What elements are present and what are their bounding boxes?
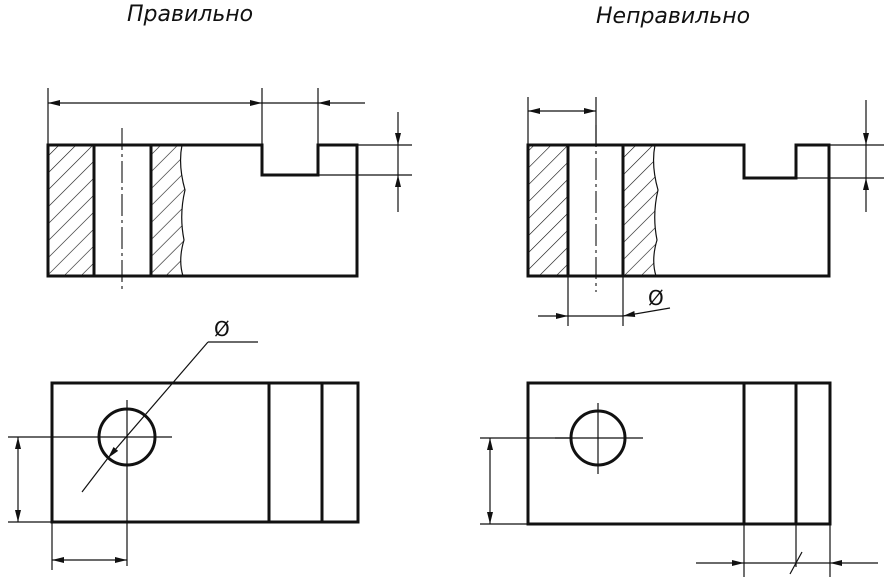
diameter-symbol-correct: Ø (214, 317, 230, 341)
dimension-arrow-diameter (622, 307, 671, 317)
diameter-leader-tail (81, 457, 109, 493)
part-outline-top (526, 381, 832, 526)
break-line (652, 144, 659, 277)
hatch-region-inner-wall (623, 145, 658, 276)
diameter-symbol-incorrect: Ø (648, 286, 664, 310)
part-outline-front (526, 143, 831, 278)
incorrect-top-view (480, 381, 878, 577)
hatch-region-left-wall (48, 145, 94, 276)
incorrect-front-section-view: Ø (526, 97, 884, 326)
dimension-tick (789, 551, 803, 575)
hatch-region-left-wall (528, 145, 568, 276)
title-incorrect: Неправильно (596, 4, 751, 29)
diameter-leader-line (107, 341, 209, 459)
break-line (179, 144, 186, 277)
part-outline-top (50, 381, 360, 524)
correct-front-section-view (46, 88, 412, 290)
hatch-region-inner-wall (151, 145, 185, 276)
correct-top-view: Ø (8, 317, 360, 570)
title-correct: Правильно (127, 2, 254, 27)
